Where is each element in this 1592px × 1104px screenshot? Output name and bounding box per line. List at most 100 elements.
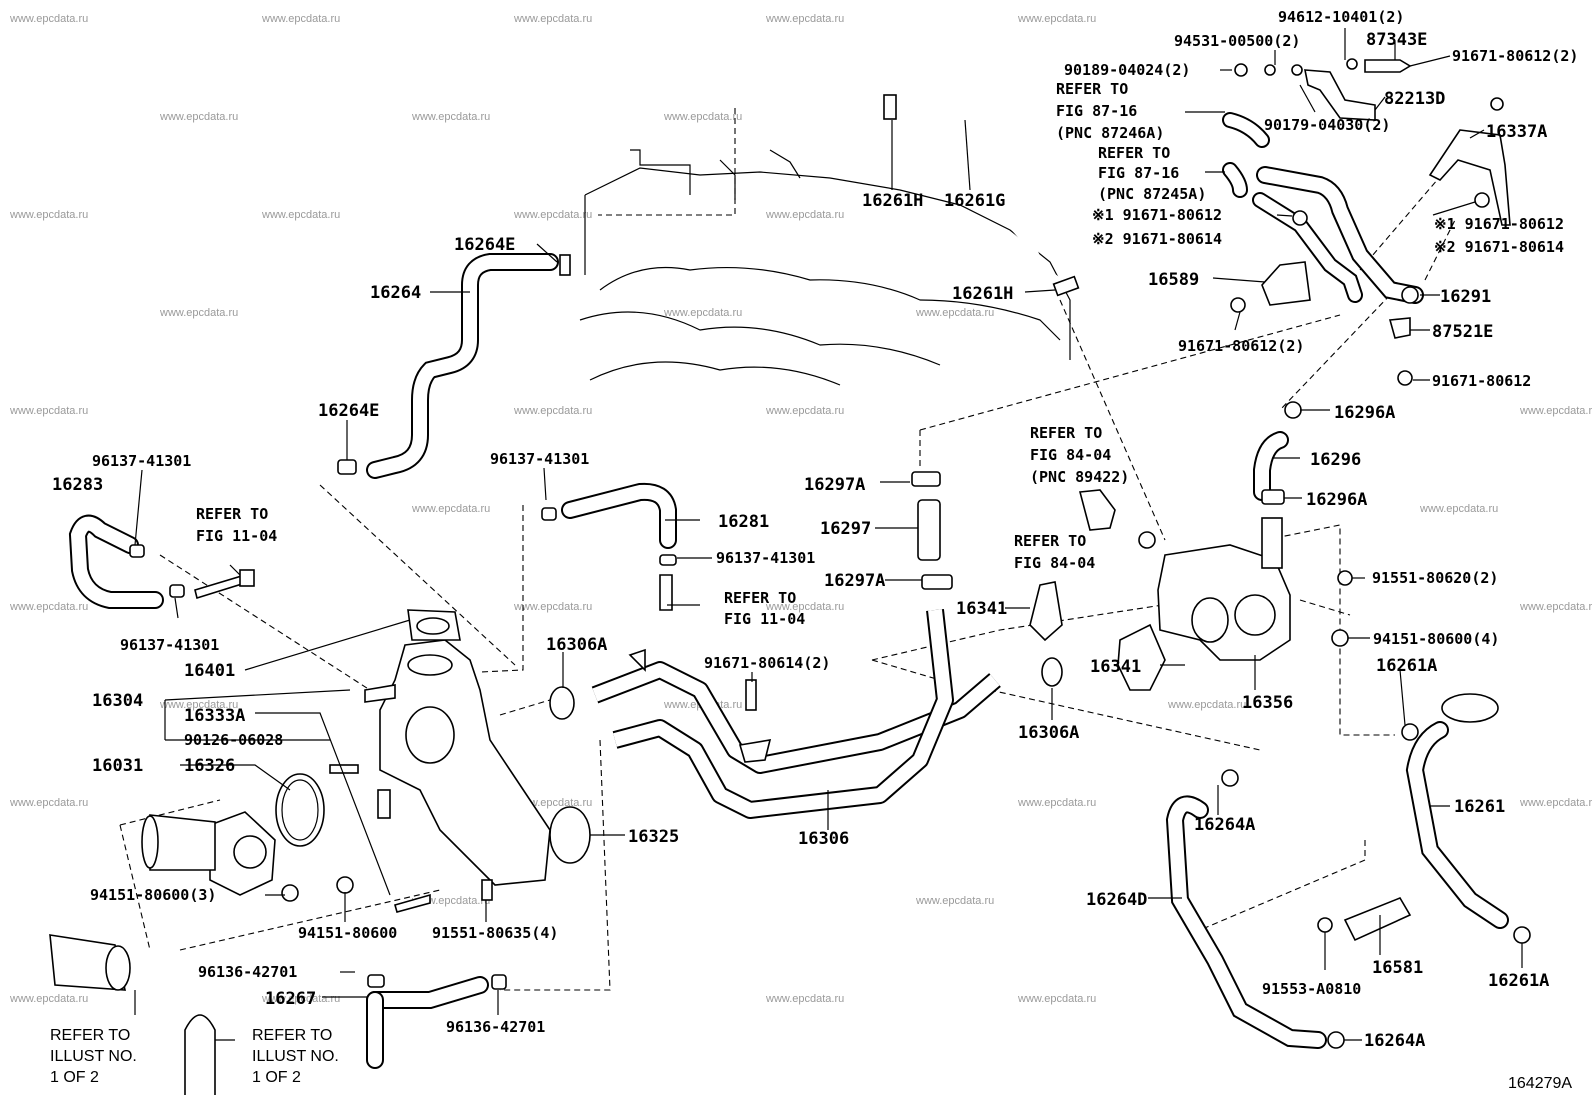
bolt	[1474, 192, 1490, 208]
part-label: 16264A	[1364, 1031, 1425, 1051]
clamp	[129, 544, 145, 558]
gasket-16326	[275, 773, 325, 847]
bolt	[1490, 97, 1504, 111]
part-label: 16326	[184, 756, 235, 776]
clamp	[1052, 275, 1080, 297]
leader-lines	[134, 28, 1523, 1041]
part-label: 16341	[956, 599, 1007, 619]
watermark-layer: www.epcdata.ru www.epcdata.ru www.epcdat…	[9, 13, 1592, 1005]
bolt	[1317, 917, 1333, 933]
watermark: www.epcdata.ru	[9, 13, 88, 25]
hose-end	[1441, 693, 1499, 723]
watermark: www.epcdata.ru	[513, 13, 592, 25]
watermark: www.epcdata.ru	[261, 13, 340, 25]
outlet-stub	[377, 789, 391, 819]
outlet-neck	[407, 654, 453, 676]
part-label: 94151-80600(3)	[90, 886, 216, 904]
part-label: 94612-10401(2)	[1278, 8, 1404, 26]
bolt	[394, 893, 431, 913]
refer-note-line: FIG 87-16	[1056, 102, 1137, 120]
clamp-16297A	[921, 574, 953, 590]
watermark: www.epcdata.ru	[915, 307, 994, 319]
part-label: 91671-80614(2)	[704, 654, 830, 672]
part-label: 16297A	[804, 475, 865, 495]
bracket-82213D	[1304, 69, 1376, 121]
refer-note-line: (PNC 87246A)	[1056, 124, 1164, 142]
outlet-port	[405, 706, 455, 764]
sensor-87343E	[1364, 59, 1412, 73]
part-label: ※2 91671-80614	[1092, 230, 1222, 248]
clamp	[541, 507, 557, 521]
part-label: 91671-80612(2)	[1178, 337, 1304, 355]
hose-nipple	[364, 684, 396, 703]
parts-layer	[49, 58, 1531, 1095]
part-label: 16296	[1310, 450, 1361, 470]
refer-note-line: FIG 87-16	[1098, 164, 1179, 182]
part-label: 91551-80635(4)	[432, 924, 558, 942]
clamp-16297A	[911, 471, 941, 487]
part-label: ※2 91671-80614	[1434, 238, 1564, 256]
part-label: 16261H	[862, 191, 923, 211]
bolt	[194, 573, 246, 600]
bolt-head	[239, 569, 255, 587]
refer-note-line: 1 OF 2	[252, 1069, 301, 1086]
part-label: 96136-42701	[446, 1018, 545, 1036]
refer-pipe-bottom	[184, 1014, 216, 1095]
part-label: 16267	[265, 989, 316, 1009]
nut	[1331, 629, 1349, 647]
refer-note-line: REFER TO	[50, 1027, 130, 1044]
part-label: 16337A	[1486, 122, 1547, 142]
hose-16297	[917, 499, 941, 561]
o-ring-16325	[549, 806, 591, 864]
part-label: 96137-41301	[92, 452, 191, 470]
nut	[336, 876, 354, 894]
part-label: 16296A	[1334, 403, 1395, 423]
refer-note-line: REFER TO	[252, 1027, 332, 1044]
reference-notes: REFER TO FIG 87-16 (PNC 87246A) REFER TO…	[50, 80, 1206, 1086]
watermark: www.epcdata.ru	[1017, 993, 1096, 1005]
o-ring-16306A	[549, 686, 575, 720]
clamp-16264A	[1221, 769, 1239, 787]
bracket	[738, 739, 772, 763]
part-label: 91553-A0810	[1262, 980, 1361, 998]
clamp-16296A	[1261, 489, 1285, 505]
watermark: www.epcdata.ru	[513, 601, 592, 613]
bolt	[1397, 370, 1413, 386]
bolt	[1292, 210, 1308, 226]
part-label: ※1 91671-80612	[1092, 206, 1222, 224]
watermark: www.epcdata.ru	[9, 601, 88, 613]
watermark: www.epcdata.ru	[9, 209, 88, 221]
part-label: 16264A	[1194, 815, 1255, 835]
part-label: 91551-80620(2)	[1372, 569, 1498, 587]
watermark: www.epcdata.ru	[411, 895, 490, 907]
bracket-16337A	[1428, 129, 1511, 226]
refer-note-line: REFER TO	[1098, 144, 1170, 162]
clamp	[169, 584, 185, 598]
clamp	[659, 554, 677, 566]
part-label: 16306	[798, 829, 849, 849]
part-label: 16261A	[1488, 971, 1549, 991]
clamp-87521E	[1388, 317, 1411, 339]
part-label: 96136-42701	[198, 963, 297, 981]
part-label: 16264	[370, 283, 421, 303]
part-label: 16297A	[824, 571, 885, 591]
watermark: www.epcdata.ru	[159, 699, 238, 711]
o-ring-16306A	[1041, 657, 1063, 687]
refer-note-line: FIG 84-04	[1030, 446, 1111, 464]
bolt	[745, 679, 757, 711]
watermark: www.epcdata.ru	[1017, 797, 1096, 809]
part-label: 87343E	[1366, 30, 1427, 50]
part-label: 96137-41301	[716, 549, 815, 567]
watermark: www.epcdata.ru	[1519, 797, 1592, 809]
part-label: 16581	[1372, 958, 1423, 978]
stud-bolt	[329, 764, 359, 774]
part-label: 16341	[1090, 657, 1141, 677]
watermark: www.epcdata.ru	[765, 601, 844, 613]
watermark: www.epcdata.ru	[765, 13, 844, 25]
clamp	[559, 254, 571, 276]
part-label: 16306A	[1018, 723, 1079, 743]
part-label: 16261A	[1376, 656, 1437, 676]
refer-note-line: ILLUST NO.	[252, 1048, 339, 1065]
bracket-16589	[1261, 261, 1311, 306]
